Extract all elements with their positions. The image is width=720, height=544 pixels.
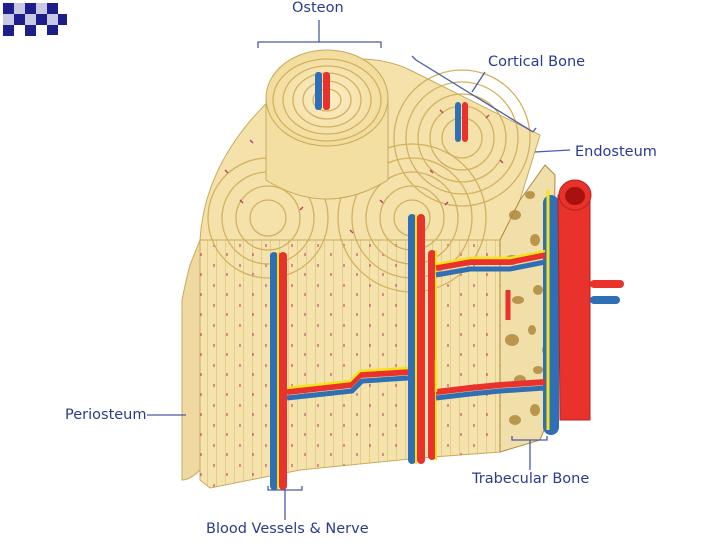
label-osteon: Osteon <box>292 0 344 16</box>
large-blood-vessels <box>543 180 624 435</box>
bone-front-face <box>182 240 500 488</box>
label-cortical-bone: Cortical Bone <box>488 54 585 70</box>
label-endosteum: Endosteum <box>575 144 657 160</box>
label-blood-vessels-nerve: Blood Vessels & Nerve <box>206 521 369 537</box>
label-trabecular-bone: Trabecular Bone <box>472 471 589 487</box>
label-periosteum: Periosteum <box>65 407 147 423</box>
corner-squares-decoration <box>3 3 67 36</box>
